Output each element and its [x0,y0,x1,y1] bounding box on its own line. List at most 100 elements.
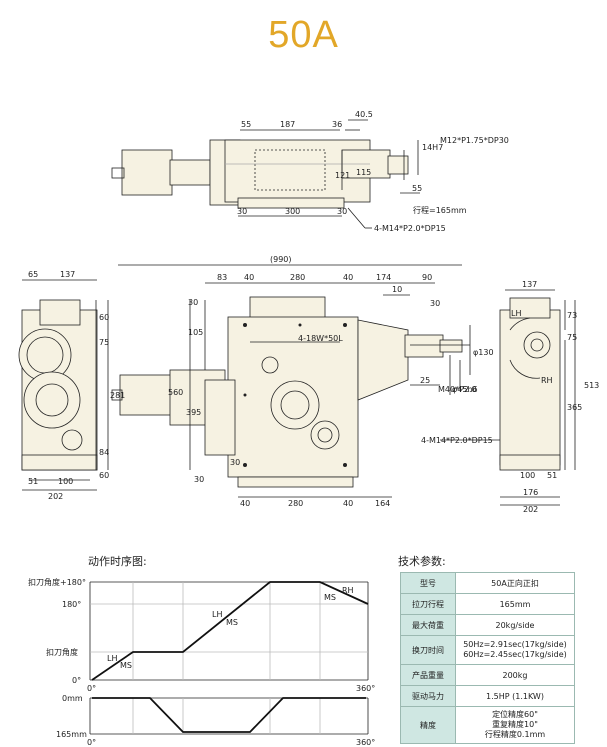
spec-row-power: 驱动马力 1.5HP (1.1KW) [400,685,575,707]
spec-value-line: 60Hz=2.45sec(17kg/side) [463,650,567,659]
dim-left-137: 137 [60,270,75,279]
dim-front-30a: 30 [430,299,440,308]
spec-value: 1.5HP (1.1KW) [455,685,575,707]
spec-row-load: 最大荷重 20kg/side [400,614,575,636]
dim-left-51: 51 [28,477,38,486]
rotation-curve [91,581,369,681]
dim-right-73: 73 [567,311,577,320]
timing-heading: 动作时序图: [88,554,147,568]
spec-value: 50A正向正扣 [455,572,575,594]
spec-value: 50Hz=2.91sec(17kg/side) 60Hz=2.45sec(17k… [455,635,575,665]
dim-front-174: 174 [376,273,391,282]
spec-value: 定位精度60" 重复精度10" 行程精度0.1mm [455,706,575,744]
dim-left-60a: 60 [99,313,109,322]
label-lh: LH [511,309,521,318]
label-rh: RH [541,376,553,385]
spec-key: 拉刀行程 [400,593,456,615]
dim-left-281: 281 [110,391,125,400]
timing-lower-x0: 0° [87,738,96,747]
dim-right-137: 137 [522,280,537,289]
spec-value-line: 50Hz=2.91sec(17kg/side) [463,640,567,649]
timing-x-0: 0° [87,684,96,693]
dim-top-55b: 55 [412,184,422,193]
spec-key: 驱动马力 [400,685,456,707]
dim-front-25: 25 [420,376,430,385]
dim-front-phi45: φ45h6 [452,385,478,394]
dim-front-30b: 30 [188,298,198,307]
dim-left-100: 100 [58,477,73,486]
motor-body [121,149,173,196]
dim-right-202: 202 [523,505,538,514]
note-key: 4-18W*50L [298,334,343,343]
dim-front-164: 164 [375,499,390,508]
dim-top-30a: 30 [237,207,247,216]
front-turret [270,380,320,430]
dim-front-10: 10 [392,285,402,294]
dim-top-55: 55 [241,120,251,129]
timing-lower-x360: 360° [356,738,375,747]
dim-top-36: 36 [332,120,342,129]
dim-right-176: 176 [523,488,538,497]
spec-value: 200kg [455,664,575,686]
timing-lower-0mm: 0mm [62,694,83,703]
spec-row-change-time: 换刀时间 50Hz=2.91sec(17kg/side) 60Hz=2.45se… [400,635,575,665]
curve-label-ms1: MS [120,661,132,670]
dim-top-300: 300 [285,207,300,216]
dim-top-121: 121 [335,171,350,180]
spec-row-weight: 产品重量 200kg [400,664,575,686]
dim-top-115: 115 [356,168,371,177]
dim-left-60b: 60 [99,471,109,480]
dim-front-990: (990) [270,255,292,264]
dim-front-105: 105 [188,328,203,337]
timing-y-top: 扣刀角度+180° [28,577,86,587]
dim-front-560: 560 [168,388,183,397]
dim-front-40c: 40 [240,499,250,508]
dim-right-100: 100 [520,471,535,480]
spec-key: 换刀时间 [400,635,456,665]
dim-front-phi130: φ130 [473,348,494,357]
timing-y-0: 0° [72,676,81,685]
curve-label-lh2: LH [212,610,222,619]
front-view [111,264,500,498]
right-spindle-circle [523,331,551,359]
stroke-curve [92,697,366,733]
note-right-holes: 4-M14*P2.0*DP15 [421,436,493,445]
curve-label-lh1: LH [107,654,117,663]
note-top-holes: 4-M14*P2.0*DP15 [374,224,446,233]
note-stroke: 行程=165mm [413,205,467,215]
dim-top-14h7: 14H7 [422,143,443,152]
dim-top-40-5: 40.5 [355,110,373,119]
dim-right-365: 365 [567,403,582,412]
spec-key: 产品重量 [400,664,456,686]
spec-row-model: 型号 50A正向正扣 [400,572,575,594]
dim-front-30c: 30 [194,475,204,484]
timing-y-angle: 扣刀角度 [46,647,78,657]
dim-left-75: 75 [99,338,109,347]
spec-row-accuracy: 精度 定位精度60" 重复精度10" 行程精度0.1mm [400,706,575,744]
spec-row-stroke: 拉刀行程 165mm [400,593,575,615]
spec-table: 型号 50A正向正扣 拉刀行程 165mm 最大荷重 20kg/side 换刀时… [400,572,575,744]
dim-front-40d: 40 [343,499,353,508]
page-title: 50A [268,14,339,56]
dim-right-51: 51 [547,471,557,480]
note-shaft: M12*P1.75*DP30 [440,136,509,145]
spec-value-line: 定位精度60" [492,710,538,719]
timing-chart [89,581,369,735]
spec-key: 精度 [400,706,456,744]
timing-y-180: 180° [62,600,81,609]
timing-x-360: 360° [356,684,375,693]
spec-value: 165mm [455,593,575,615]
dim-front-280: 280 [290,273,305,282]
top-view [111,119,420,229]
dim-front-40a: 40 [244,273,254,282]
dim-front-90: 90 [422,273,432,282]
dim-top-30b: 30 [337,207,347,216]
front-motor [119,374,176,416]
dim-front-280b: 280 [288,499,303,508]
curve-label-ms2: MS [226,618,238,627]
spec-heading: 技术参数: [398,554,446,568]
dim-front-40b: 40 [343,273,353,282]
dim-front-395: 395 [186,408,201,417]
dim-right-513: 513 [584,381,599,390]
